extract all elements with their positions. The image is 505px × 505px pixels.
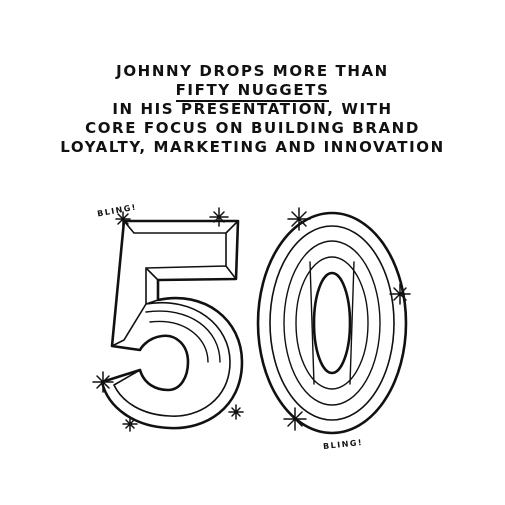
headline-line-3: IN HIS PRESENTATION, WITH <box>112 100 393 118</box>
headline: JOHNNY DROPS MORE THAN FIFTY NUGGETS IN … <box>0 62 505 157</box>
headline-line-5: LOYALTY, MARKETING AND INNOVATION <box>60 138 445 156</box>
digit-five-facets <box>111 220 239 417</box>
fifty-nuggets-text: FIFTY NUGGETS <box>175 81 330 102</box>
sparkle-icon <box>92 207 411 432</box>
digit-zero-hole <box>312 271 352 375</box>
digit-zero-ring <box>269 225 395 421</box>
headline-line-1: JOHNNY DROPS MORE THAN <box>116 62 389 80</box>
digit-zero-outline <box>256 211 408 435</box>
headline-line-2: FIFTY NUGGETS <box>0 81 505 102</box>
headline-line-4: CORE FOCUS ON BUILDING BRAND <box>85 119 420 137</box>
